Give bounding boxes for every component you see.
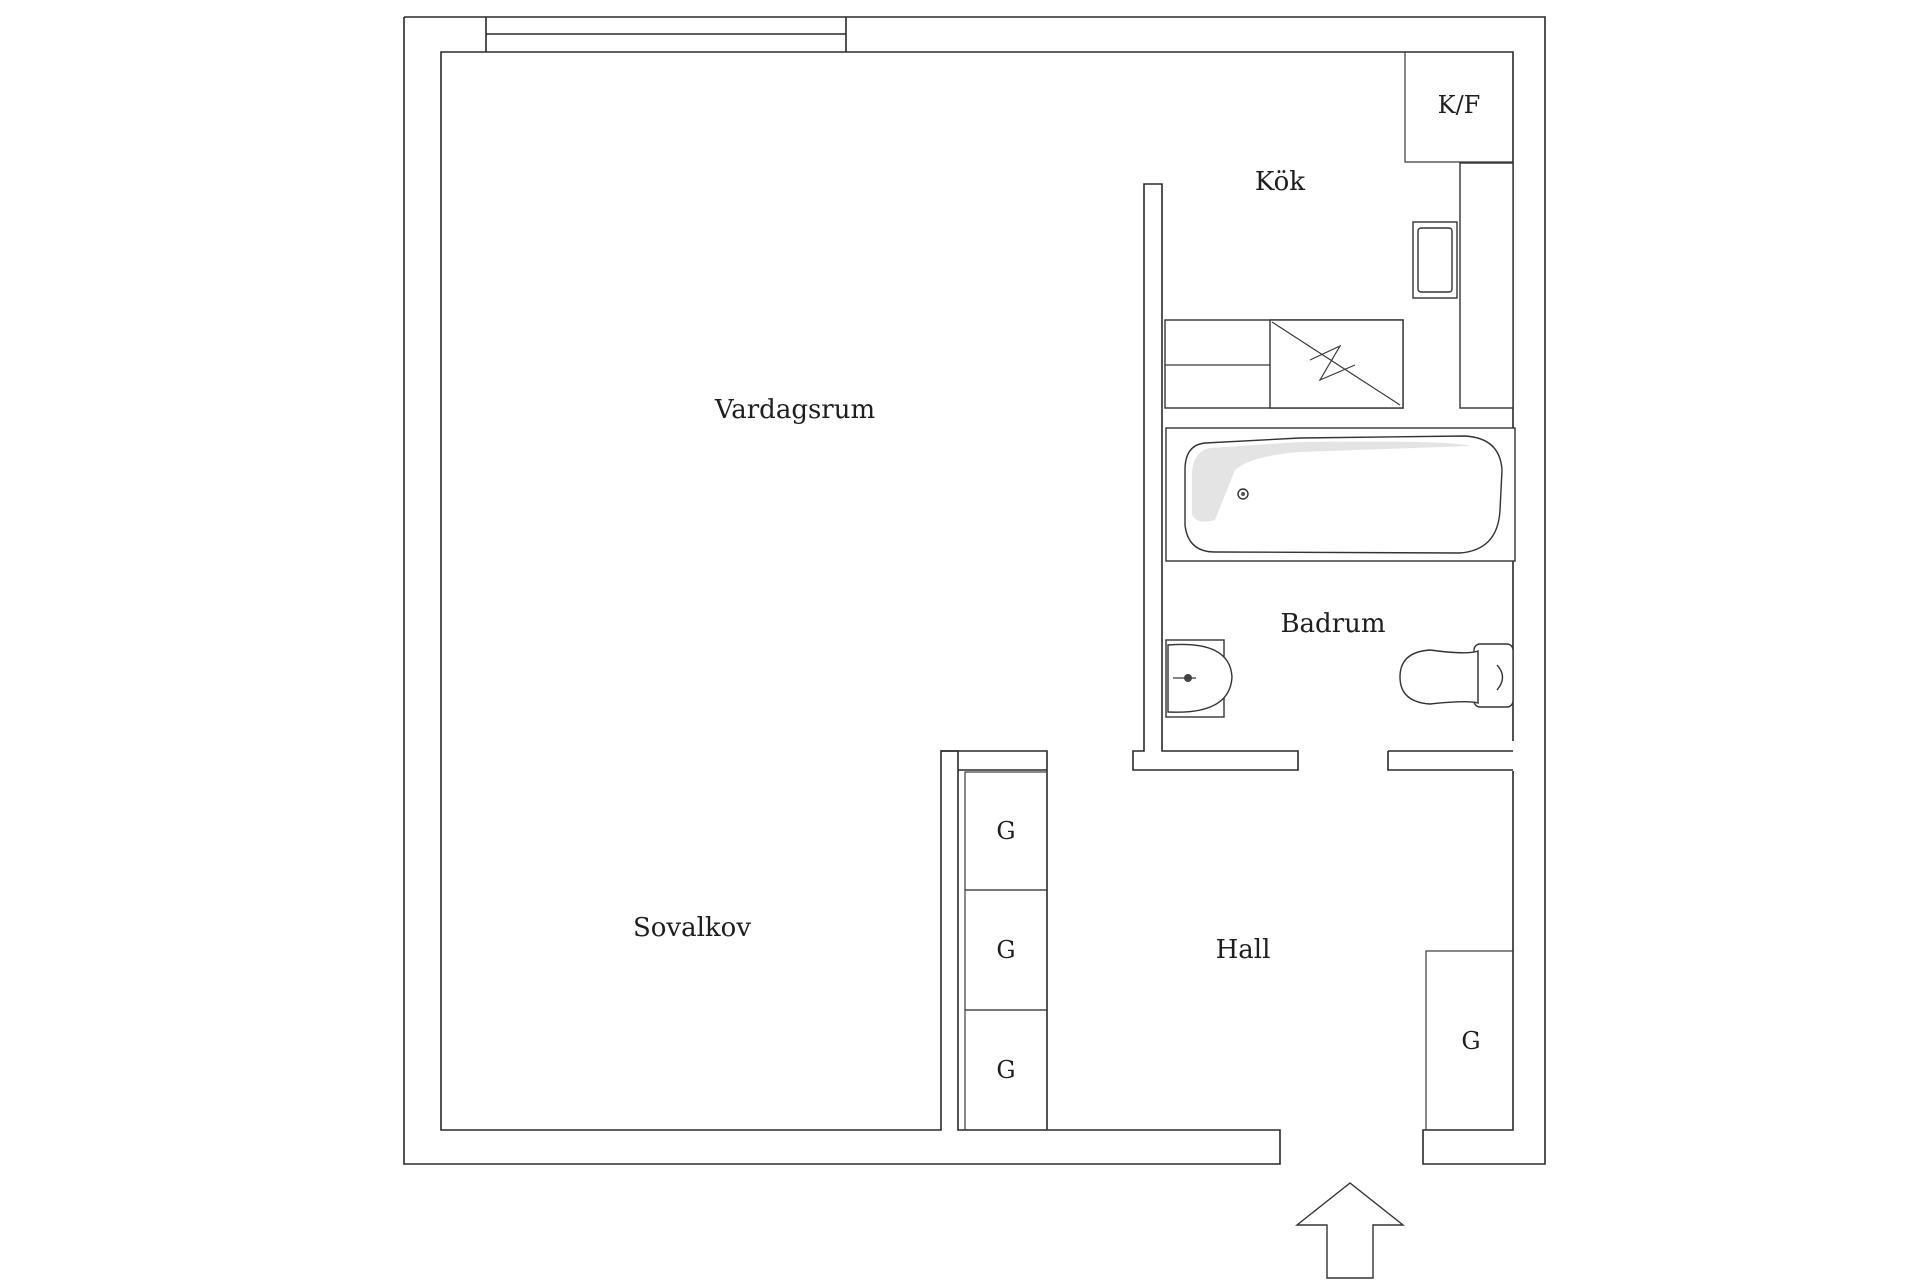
entrance-arrow-icon bbox=[1294, 1182, 1406, 1279]
closet-4-outline bbox=[1425, 950, 1514, 1131]
closet-label-4: G bbox=[1461, 1027, 1480, 1055]
window bbox=[485, 17, 847, 52]
bathtub-icon bbox=[1165, 427, 1516, 562]
stove-icon bbox=[1269, 319, 1404, 409]
bathroom bbox=[1165, 427, 1516, 718]
room-label-hall: Hall bbox=[1216, 935, 1271, 965]
closet-3-outline bbox=[964, 1009, 1048, 1131]
closet-label-2: G bbox=[996, 936, 1015, 964]
room-label-kf: K/F bbox=[1438, 91, 1481, 119]
kitchen-sink-icon bbox=[1412, 221, 1458, 299]
interior-walls bbox=[941, 183, 1514, 1131]
room-label-badrum: Badrum bbox=[1280, 609, 1385, 639]
closet-label-3: G bbox=[996, 1056, 1015, 1084]
room-label-kok: Kök bbox=[1255, 167, 1305, 197]
toilet-icon bbox=[1399, 643, 1514, 708]
washbasin-icon bbox=[1165, 639, 1233, 718]
exterior-walls bbox=[403, 16, 1546, 1165]
kitchen bbox=[1164, 52, 1514, 409]
room-label-vardagsrum: Vardagsrum bbox=[714, 395, 875, 425]
kitchen-counter-right bbox=[1459, 162, 1514, 409]
closet-label-1: G bbox=[996, 817, 1015, 845]
room-label-sovalkov: Sovalkov bbox=[633, 913, 751, 943]
